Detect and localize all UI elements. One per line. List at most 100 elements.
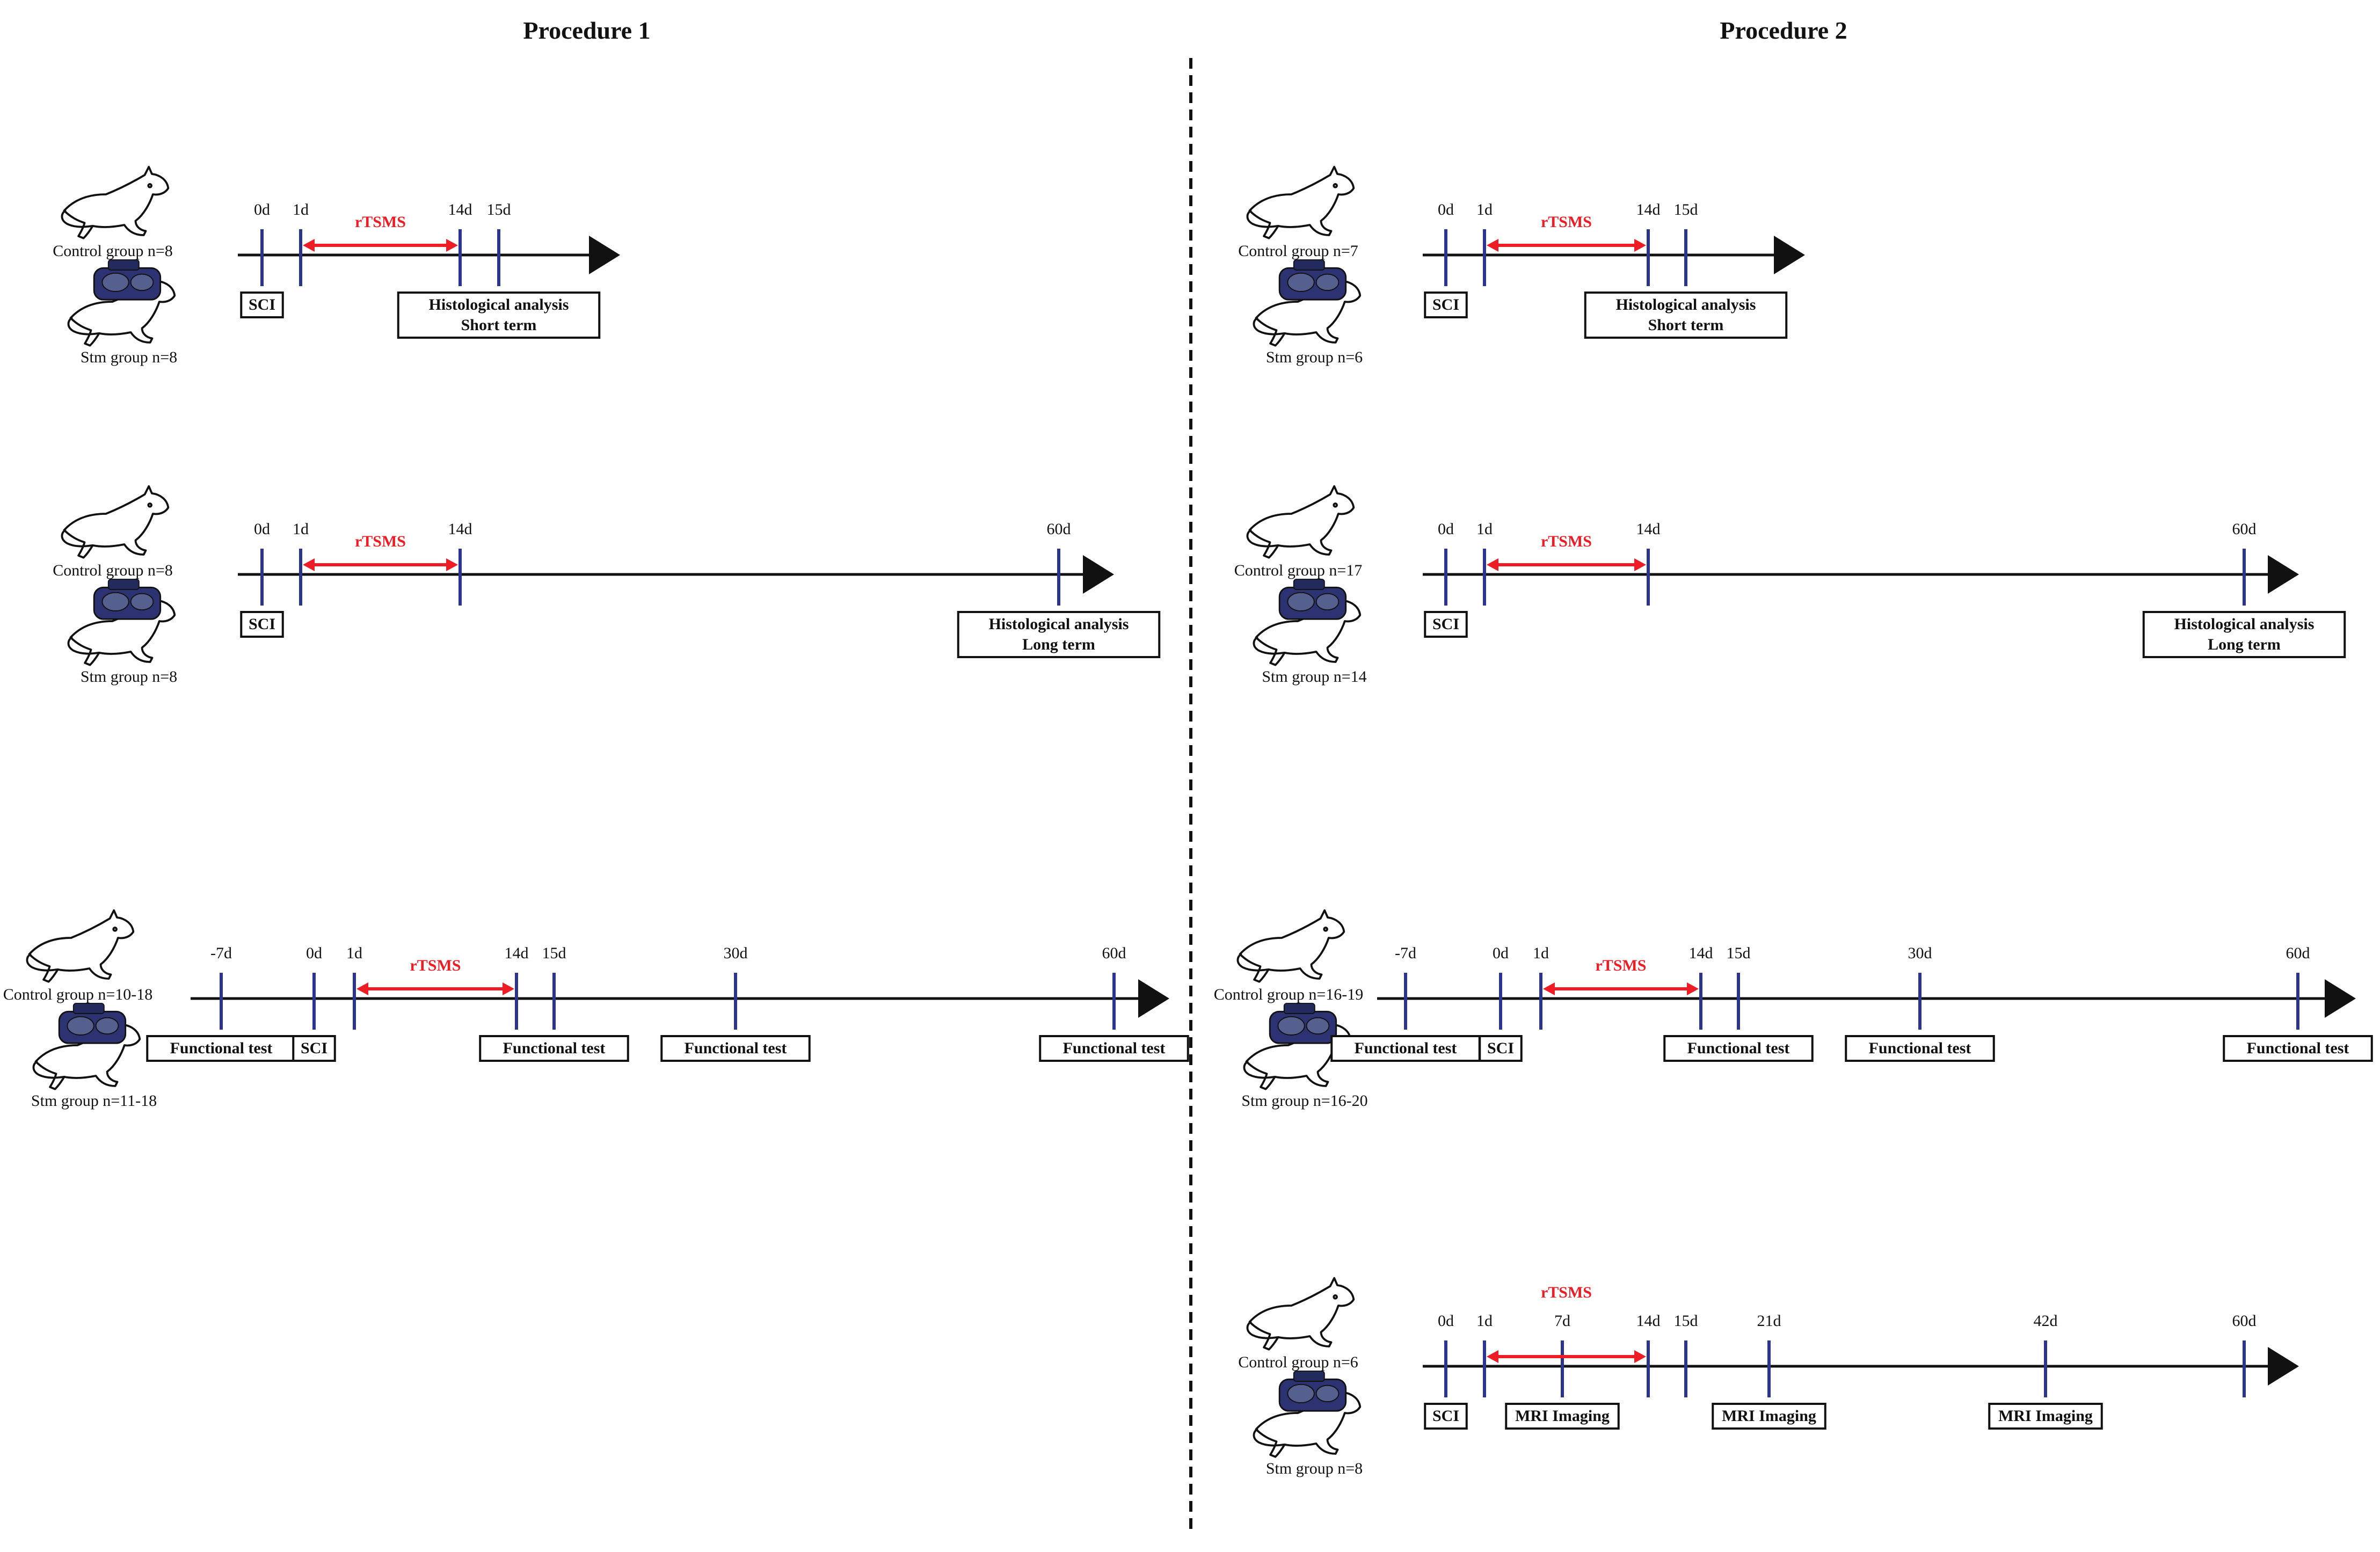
day-label: 30d [724, 944, 748, 962]
rat-outline-icon [1246, 485, 1355, 559]
day-label: 42d [2034, 1312, 2058, 1330]
event-box-frame [1424, 611, 1468, 638]
stim-group-label: Stm group n=8 [81, 348, 177, 366]
rat-outline-icon [1246, 165, 1355, 239]
sci-box: SCI [1424, 292, 1468, 318]
event-box-frame [292, 1035, 336, 1062]
day-label: 0d [1438, 1312, 1454, 1330]
control-group-label: Control group n=7 [1238, 242, 1358, 260]
functional-test-box: Functional test [479, 1035, 629, 1062]
control-group-label: Control group n=10-18 [3, 986, 153, 1003]
day-label: 1d [293, 201, 309, 218]
event-box-frame [397, 292, 601, 339]
stim-group-label: Stm group n=8 [81, 668, 177, 686]
event-box-frame [479, 1035, 629, 1062]
rat-outline-icon [61, 485, 170, 559]
rat-with-stimulation-coil-icon [1253, 259, 1362, 347]
event-box-frame [146, 1035, 296, 1062]
event-box-label: MRI Imaging [1515, 1407, 1610, 1425]
day-label: 15d [1727, 944, 1751, 962]
sci-box: SCI [292, 1035, 336, 1062]
rtsms-label: rTSMS [1595, 957, 1646, 974]
rtsms-label: rTSMS [1541, 533, 1592, 550]
event-box-label: Functional test [2247, 1039, 2349, 1057]
rtsms-period-arrow: rTSMS [303, 213, 458, 252]
rtsms-label: rTSMS [1541, 1284, 1592, 1301]
event-box-label: SCI [1487, 1039, 1514, 1057]
functional-test-box: Functional test [1845, 1035, 1995, 1062]
timeline-arrowhead [589, 236, 620, 274]
event-box-frame [1988, 1403, 2103, 1430]
rat-outline-icon [61, 165, 170, 239]
rat-with-stimulation-coil-icon [67, 259, 176, 347]
event-box-frame [1845, 1035, 1995, 1062]
stim-group-label: Stm group n=6 [1266, 348, 1363, 366]
event-box-frame [1663, 1035, 1814, 1062]
event-box-frame [240, 292, 284, 318]
event-box-frame [1424, 292, 1468, 318]
functional-test-box: Functional test [146, 1035, 296, 1062]
mri-imaging-box: MRI Imaging [1712, 1403, 1826, 1430]
timeline-arrowhead [1083, 555, 1114, 594]
event-box-label: Histological analysis [2174, 615, 2315, 633]
rat-with-stimulation-coil-icon [32, 1003, 141, 1090]
event-box-label: Functional test [685, 1039, 787, 1057]
day-label: 14d [1689, 944, 1713, 962]
functional-test-box: Functional test [1039, 1035, 1189, 1062]
rtsms-period-arrow: rTSMS [1487, 533, 1646, 571]
sci-box: SCI [1479, 1035, 1523, 1062]
event-box-frame [2142, 611, 2346, 658]
functional-test-box: Functional test [2223, 1035, 2373, 1062]
day-label: 14d [1636, 520, 1661, 538]
event-box-label: MRI Imaging [1998, 1407, 2093, 1425]
control-group-label: Control group n=6 [1238, 1353, 1358, 1371]
event-box-label: SCI [1432, 615, 1459, 633]
sci-box: SCI [1424, 611, 1468, 638]
day-label: 14d [448, 520, 472, 538]
event-box-label: Functional test [1687, 1039, 1790, 1057]
rtsms-period-arrow: rTSMS [356, 957, 514, 995]
rtsms-period-arrow: rTSMS [1487, 213, 1646, 252]
event-box-label: SCI [1432, 296, 1459, 314]
timeline-arrowhead [2268, 1347, 2299, 1386]
day-label: 60d [2232, 1312, 2257, 1330]
sci-box: SCI [240, 611, 284, 638]
rtsms-label: rTSMS [1541, 213, 1592, 231]
day-label: 14d [448, 201, 472, 218]
rat-with-stimulation-coil-icon [1253, 579, 1362, 666]
mri-imaging-box: MRI Imaging [1988, 1403, 2103, 1430]
event-box-frame [2223, 1035, 2373, 1062]
control-group-label: Control group n=17 [1234, 562, 1363, 579]
event-box-label: Functional test [1355, 1039, 1457, 1057]
timeline-arrowhead [2325, 979, 2356, 1018]
day-label: 15d [1674, 201, 1698, 218]
functional-test-box: Functional test [1663, 1035, 1814, 1062]
event-box-frame [1584, 292, 1788, 339]
day-label: -7d [1395, 944, 1416, 962]
event-box-frame [1505, 1403, 1620, 1430]
functional-test-box: Functional test [1330, 1035, 1481, 1062]
event-box-label: SCI [301, 1039, 327, 1057]
day-label: 1d [293, 520, 309, 538]
event-box-label: Histological analysis [429, 296, 569, 314]
procedure-heading: Procedure 2 [1720, 17, 1847, 44]
rtsms-period-arrow: rTSMS [1487, 1284, 1646, 1363]
event-box-frame [957, 611, 1161, 658]
day-label: 1d [1476, 1312, 1493, 1330]
control-group-label: Control group n=8 [53, 562, 173, 579]
rat-with-stimulation-coil-icon [1253, 1371, 1362, 1458]
event-box-label: Long term [2208, 636, 2281, 653]
day-label: 0d [254, 520, 270, 538]
rat-with-stimulation-coil-icon [67, 579, 176, 666]
